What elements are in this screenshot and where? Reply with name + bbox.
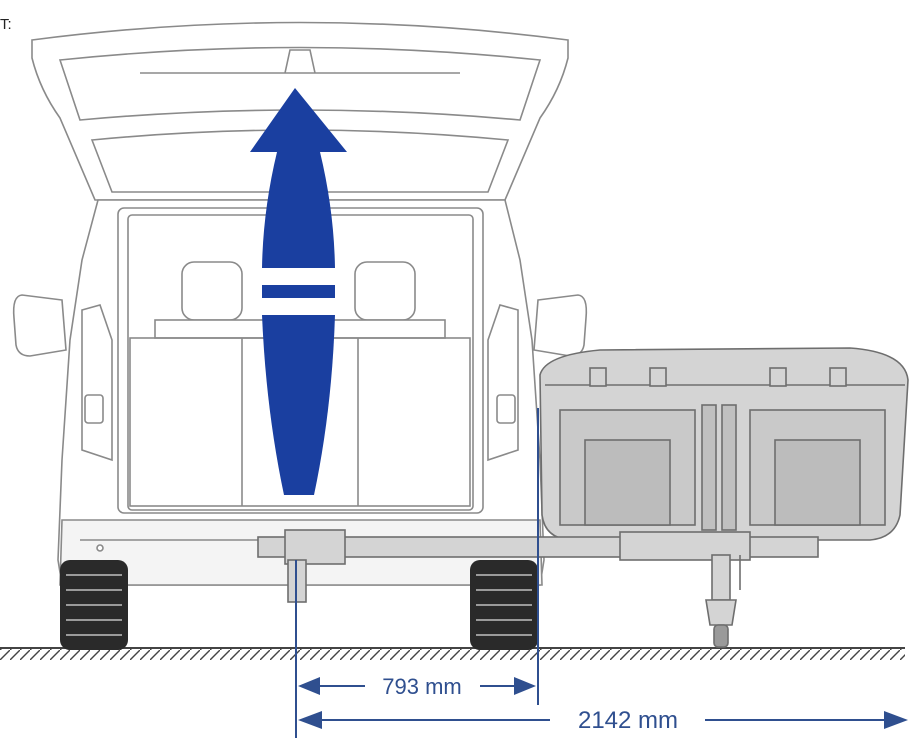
left-wheel xyxy=(60,560,128,650)
double-headed-up-arrow-icon xyxy=(250,88,347,495)
dimension-outer-label: 2142 mm xyxy=(578,707,678,734)
dimension-lines: 793 mm 2142 mm xyxy=(295,408,908,738)
dimension-inner-label: 793 mm xyxy=(382,674,461,699)
ground xyxy=(0,647,905,660)
dimension-outer: 2142 mm xyxy=(298,707,908,734)
right-wheel xyxy=(470,560,538,650)
car-body xyxy=(12,199,588,586)
cargo-box xyxy=(539,347,909,541)
corner-label: T: xyxy=(0,16,12,33)
dimension-inner: 793 mm xyxy=(298,674,536,699)
